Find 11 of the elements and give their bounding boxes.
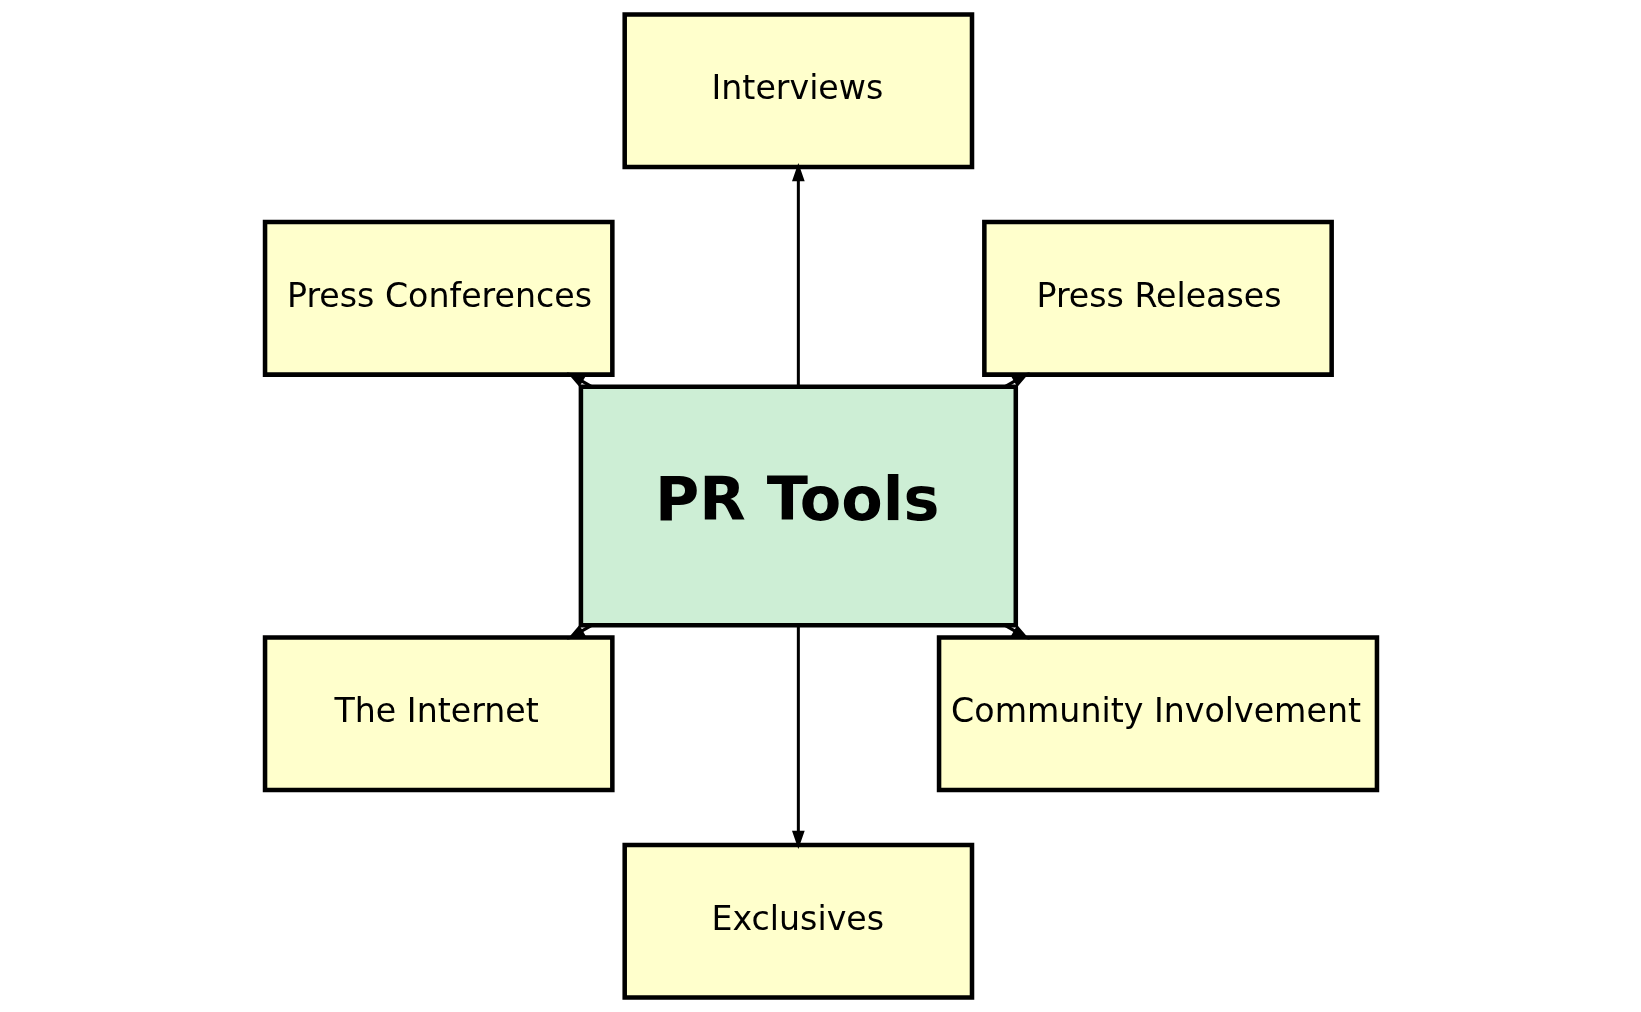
- node-box: PR Tools: [578, 384, 1018, 628]
- arrow: [791, 625, 805, 849]
- arrow: [791, 163, 805, 387]
- node-box: Interviews: [621, 12, 974, 170]
- arrow: [1004, 372, 1030, 388]
- node-box: Exclusives: [621, 842, 974, 1000]
- node-box: Community Involvement: [936, 635, 1379, 793]
- node-box: The Internet: [262, 635, 615, 793]
- node-box: Press Releases: [981, 219, 1334, 377]
- node-box: Press Conferences: [262, 219, 615, 377]
- arrow: [1004, 624, 1030, 640]
